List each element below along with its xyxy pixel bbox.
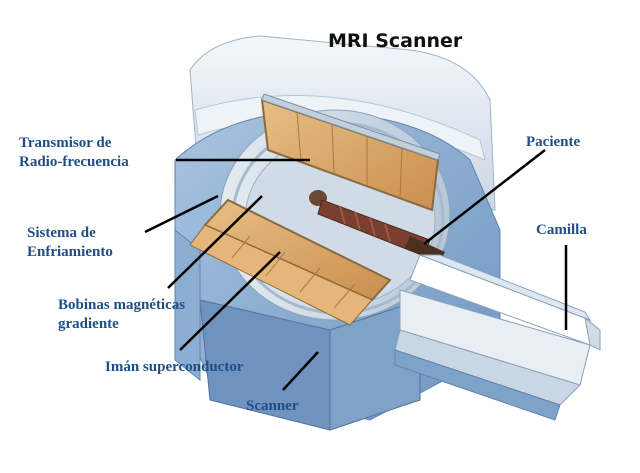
label-bobinas-line2: gradiente — [58, 316, 119, 332]
label-bobinas: Bobinas magnéticas gradiente — [58, 296, 185, 334]
label-scanner: Scanner — [246, 398, 299, 414]
diagram-title: MRI Scanner — [328, 30, 463, 52]
label-paciente: Paciente — [526, 134, 581, 150]
leader-lines — [144, 149, 568, 391]
label-bobinas-line1: Bobinas magnéticas — [58, 297, 186, 313]
label-transmisor-line1: Transmisor de — [19, 135, 112, 151]
upper-coil — [260, 93, 441, 212]
lower-coil — [189, 198, 392, 326]
patient-couch — [394, 254, 601, 421]
leader-bobinas — [167, 195, 263, 289]
leader-iman — [179, 251, 281, 351]
label-transmisor-line2: Radio-frecuencia — [19, 154, 129, 170]
label-camilla: Camilla — [536, 222, 587, 238]
leader-paciente — [423, 149, 546, 245]
label-sistema: Sistema de Enfriamiento — [27, 224, 113, 262]
leader-sistema — [144, 194, 219, 234]
label-transmisor: Transmisor de Radio-frecuencia — [19, 134, 129, 172]
label-sistema-line1: Sistema de — [27, 225, 96, 241]
label-sistema-line2: Enfriamiento — [27, 244, 113, 260]
leader-scanner — [282, 351, 319, 391]
label-iman: Imán superconductor — [105, 359, 244, 375]
